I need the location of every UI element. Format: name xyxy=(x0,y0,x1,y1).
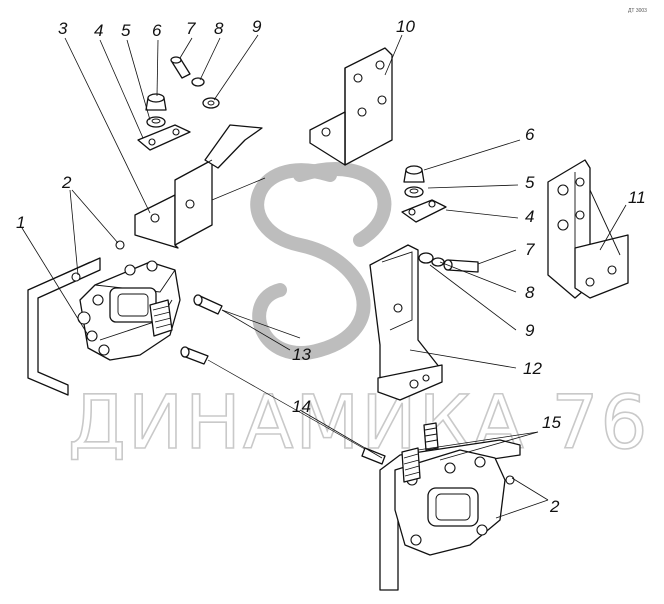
callout-1: 1 xyxy=(16,213,25,232)
callout-6-right: 6 xyxy=(525,125,535,144)
watermark-text: ДИНАМИКА 76 xyxy=(68,380,649,466)
callout-4-right: 4 xyxy=(525,207,534,226)
callout-5-right: 5 xyxy=(525,173,535,192)
logo-watermark xyxy=(250,162,392,360)
bolt-13 xyxy=(193,294,301,339)
callout-15: 15 xyxy=(542,413,561,432)
fastener-stack-right xyxy=(401,165,447,223)
tall-bracket-10 xyxy=(309,47,393,166)
corner-mark: ДТ 3003 xyxy=(628,8,647,14)
callout-2-left: 2 xyxy=(61,173,72,192)
callout-5-upper: 5 xyxy=(121,21,131,40)
callout-14: 14 xyxy=(292,397,311,416)
bolt-set-upper xyxy=(170,56,220,109)
callout-11: 11 xyxy=(628,188,646,207)
callout-7-right: 7 xyxy=(525,240,535,259)
callout-10: 10 xyxy=(396,17,415,36)
valve-assembly-right xyxy=(394,422,506,556)
callout-8-right: 8 xyxy=(525,283,535,302)
bolt-set-right xyxy=(418,252,479,273)
bolt-14 xyxy=(180,346,386,465)
support-bracket-12 xyxy=(369,244,443,401)
callout-3: 3 xyxy=(58,19,68,38)
callout-9-right: 9 xyxy=(525,321,535,340)
callout-12: 12 xyxy=(523,359,542,378)
callout-8-upper: 8 xyxy=(214,19,224,38)
leader-lines xyxy=(21,34,627,519)
fastener-stack-left xyxy=(137,93,191,151)
callout-13: 13 xyxy=(292,345,311,364)
callout-6-upper: 6 xyxy=(152,21,162,40)
valve-assembly-left xyxy=(77,260,181,361)
callout-7-upper: 7 xyxy=(186,19,196,38)
callout-labels: 1 2 2 3 4 4 5 5 6 6 7 7 8 8 9 9 10 11 12… xyxy=(16,17,646,516)
angle-bracket-3 xyxy=(134,124,266,249)
callout-9-upper: 9 xyxy=(252,17,262,36)
callout-4-upper: 4 xyxy=(94,21,103,40)
side-bracket-11 xyxy=(547,159,629,299)
frame-rail-left xyxy=(27,240,125,396)
callout-2-right: 2 xyxy=(549,497,560,516)
